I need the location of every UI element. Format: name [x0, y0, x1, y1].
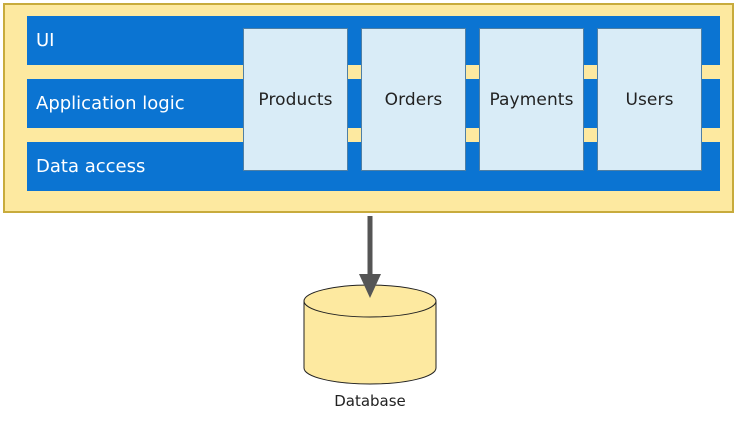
module-payments-label: Payments [489, 89, 574, 110]
module-users: Users [597, 28, 702, 171]
database-top [303, 284, 437, 318]
module-users-label: Users [625, 89, 674, 110]
database-label: Database [334, 392, 406, 410]
arrow-to-database [359, 216, 381, 298]
database-body [303, 300, 437, 385]
layer-data-access-label: Data access [36, 156, 146, 177]
database-cylinder [303, 284, 437, 385]
module-payments: Payments [479, 28, 584, 171]
layer-application-logic-label: Application logic [36, 93, 185, 114]
arrow-head [359, 274, 381, 298]
layer-ui-label: UI [36, 30, 55, 51]
module-orders: Orders [361, 28, 466, 171]
module-orders-label: Orders [384, 89, 443, 110]
module-products-label: Products [258, 89, 333, 110]
module-products: Products [243, 28, 348, 171]
